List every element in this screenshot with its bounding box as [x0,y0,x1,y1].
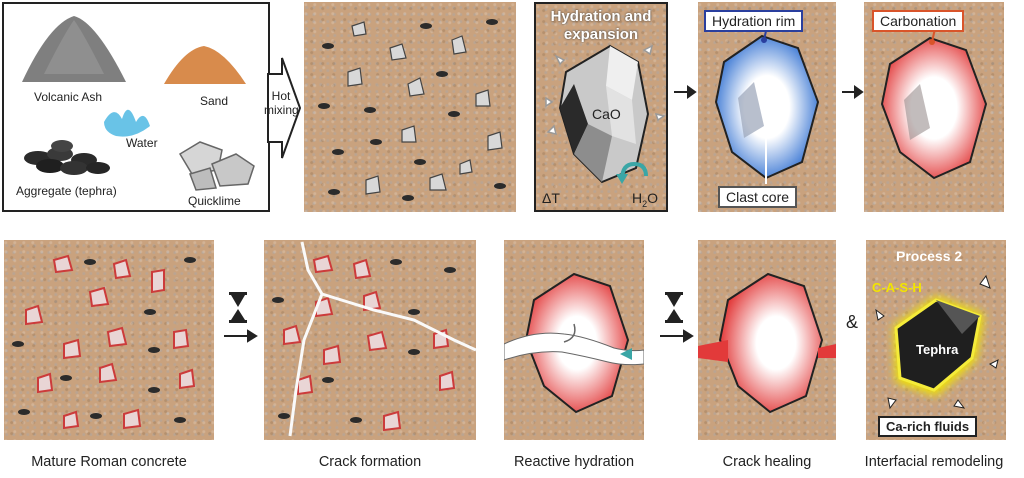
aggregate-pile [24,140,110,175]
h2o-h: H [632,190,643,206]
hourglass-icon [229,292,247,323]
hydration-expansion-panel: Hydration and expansion CaO ΔT H2O [534,2,668,212]
hydration-title: Hydration and expansion [536,8,666,44]
ca-rich-fluids-label: Ca-rich fluids [878,416,978,437]
ingredients-illustration [22,16,255,191]
teal-return-arrow [620,161,648,181]
quicklime-rocks [178,141,255,191]
crack-formation-panel [264,240,476,440]
caption-mature: Mature Roman concrete [31,454,187,470]
h2o-label: H2O [632,190,658,209]
mature-clasts [12,254,196,430]
carbonation-label: Carbonation [872,10,965,32]
crack-channel [504,332,644,366]
ingredients-panel: Volcanic Ash Sand Water Aggregate (tephr… [2,2,270,212]
hydration-rim-label: Hydration rim [704,10,804,32]
healing-clast [698,272,836,414]
carbonation-clast [880,23,988,180]
interfacial-remodeling-panel: Process 2 C-A-S-H Tephra Ca-rich fluids [866,240,1006,440]
arrow-to-crack [224,329,258,343]
water-label: Water [126,136,158,150]
hydration-title-line1: Hydration and [550,8,652,25]
rim-clast [714,21,820,184]
mature-concrete-panel [4,240,214,440]
arrow-to-healing [660,329,694,343]
aggregate-label: Aggregate (tephra) [16,184,117,198]
arrow-to-carbonation [842,85,864,99]
mixed-concrete-panel: Hot mixing [264,2,516,212]
h2o-sub: 2 [642,198,648,209]
mixed-clasts [318,19,506,201]
caption-remodeling: Interfacial remodeling [864,454,1004,470]
hot-label: Hot [271,89,291,103]
reactive-hydration-panel [504,240,644,440]
reactive-clast [504,272,644,414]
hydration-title-line2: expansion [563,26,639,43]
csh-label: C-A-S-H [872,280,922,295]
arrow-to-rim [674,85,697,99]
ampersand: & [846,312,859,332]
process2-title: Process 2 [896,248,963,264]
tephra-clast [875,274,999,410]
tephra-label: Tephra [916,342,959,357]
sand-label: Sand [200,94,229,108]
crack-healing-panel [698,240,836,440]
carbonation-panel: Carbonation [864,2,1004,212]
sand-pile [164,46,246,84]
quicklime-label: Quicklime [188,194,241,208]
hot-mixing-label: Hot mixing [264,89,299,117]
hydration-rim-panel: Hydration rim Clast core [698,2,836,212]
crack-path [288,241,476,437]
h2o-o: O [647,190,659,206]
caption-reactive: Reactive hydration [513,454,635,470]
crack-clasts [272,241,476,437]
hourglass-icon [665,292,683,323]
cao-clast [545,44,666,184]
caption-healing: Crack healing [722,454,812,470]
mixing-label: mixing [264,103,299,117]
water-splash [104,109,150,137]
cao-label: CaO [592,106,621,122]
delta-t-label: ΔT [542,190,560,206]
clast-core-label: Clast core [718,186,798,208]
caption-crack: Crack formation [318,454,422,470]
volcanic-ash-label: Volcanic Ash [34,90,103,104]
